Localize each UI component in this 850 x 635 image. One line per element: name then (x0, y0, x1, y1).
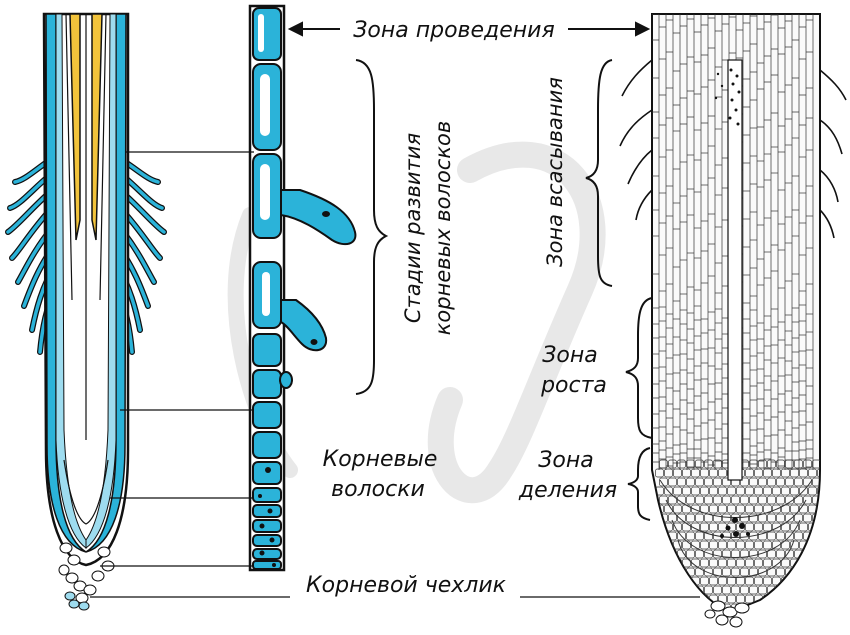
conduction-arrow (287, 21, 651, 37)
arrow-left-icon (287, 21, 303, 37)
brace-growth (625, 297, 653, 439)
label-absorption-zone: Зона всасывания (543, 77, 567, 267)
label-root-hairs-2: волоски (331, 477, 425, 502)
label-division-zone-1: Зона (538, 448, 593, 473)
braces (355, 59, 653, 521)
xylem-right (91, 13, 103, 241)
epidermal-cell-column (248, 4, 357, 572)
label-growth-zone-1: Зона (542, 343, 597, 368)
root-section-right (619, 13, 847, 628)
arrow-right-icon (635, 21, 651, 37)
brace-absorption (585, 59, 613, 287)
root-hair-developing-2 (280, 299, 328, 352)
label-hair-stages-1: Стадии развития (401, 133, 425, 323)
root-hairs-cellular (619, 59, 847, 239)
connector-lines (90, 151, 700, 598)
root-section-left (5, 12, 167, 611)
label-root-cap: Корневой чехлик (306, 573, 507, 598)
xylem-left (69, 13, 81, 241)
root-hair-developing-1 (280, 189, 357, 246)
brace-hair-stages (355, 59, 389, 395)
cortex-right (85, 13, 117, 549)
root-cap-left (58, 542, 115, 611)
label-growth-zone-2: роста (540, 373, 607, 398)
root-cap-right (704, 600, 750, 628)
label-hair-stages-2: корневых волосков (431, 121, 455, 336)
label-division-zone-2: деления (518, 478, 617, 503)
label-conduction-zone: Зона проведения (353, 18, 554, 43)
brace-division (627, 447, 651, 521)
label-root-hairs-1: Корневые (323, 447, 438, 472)
